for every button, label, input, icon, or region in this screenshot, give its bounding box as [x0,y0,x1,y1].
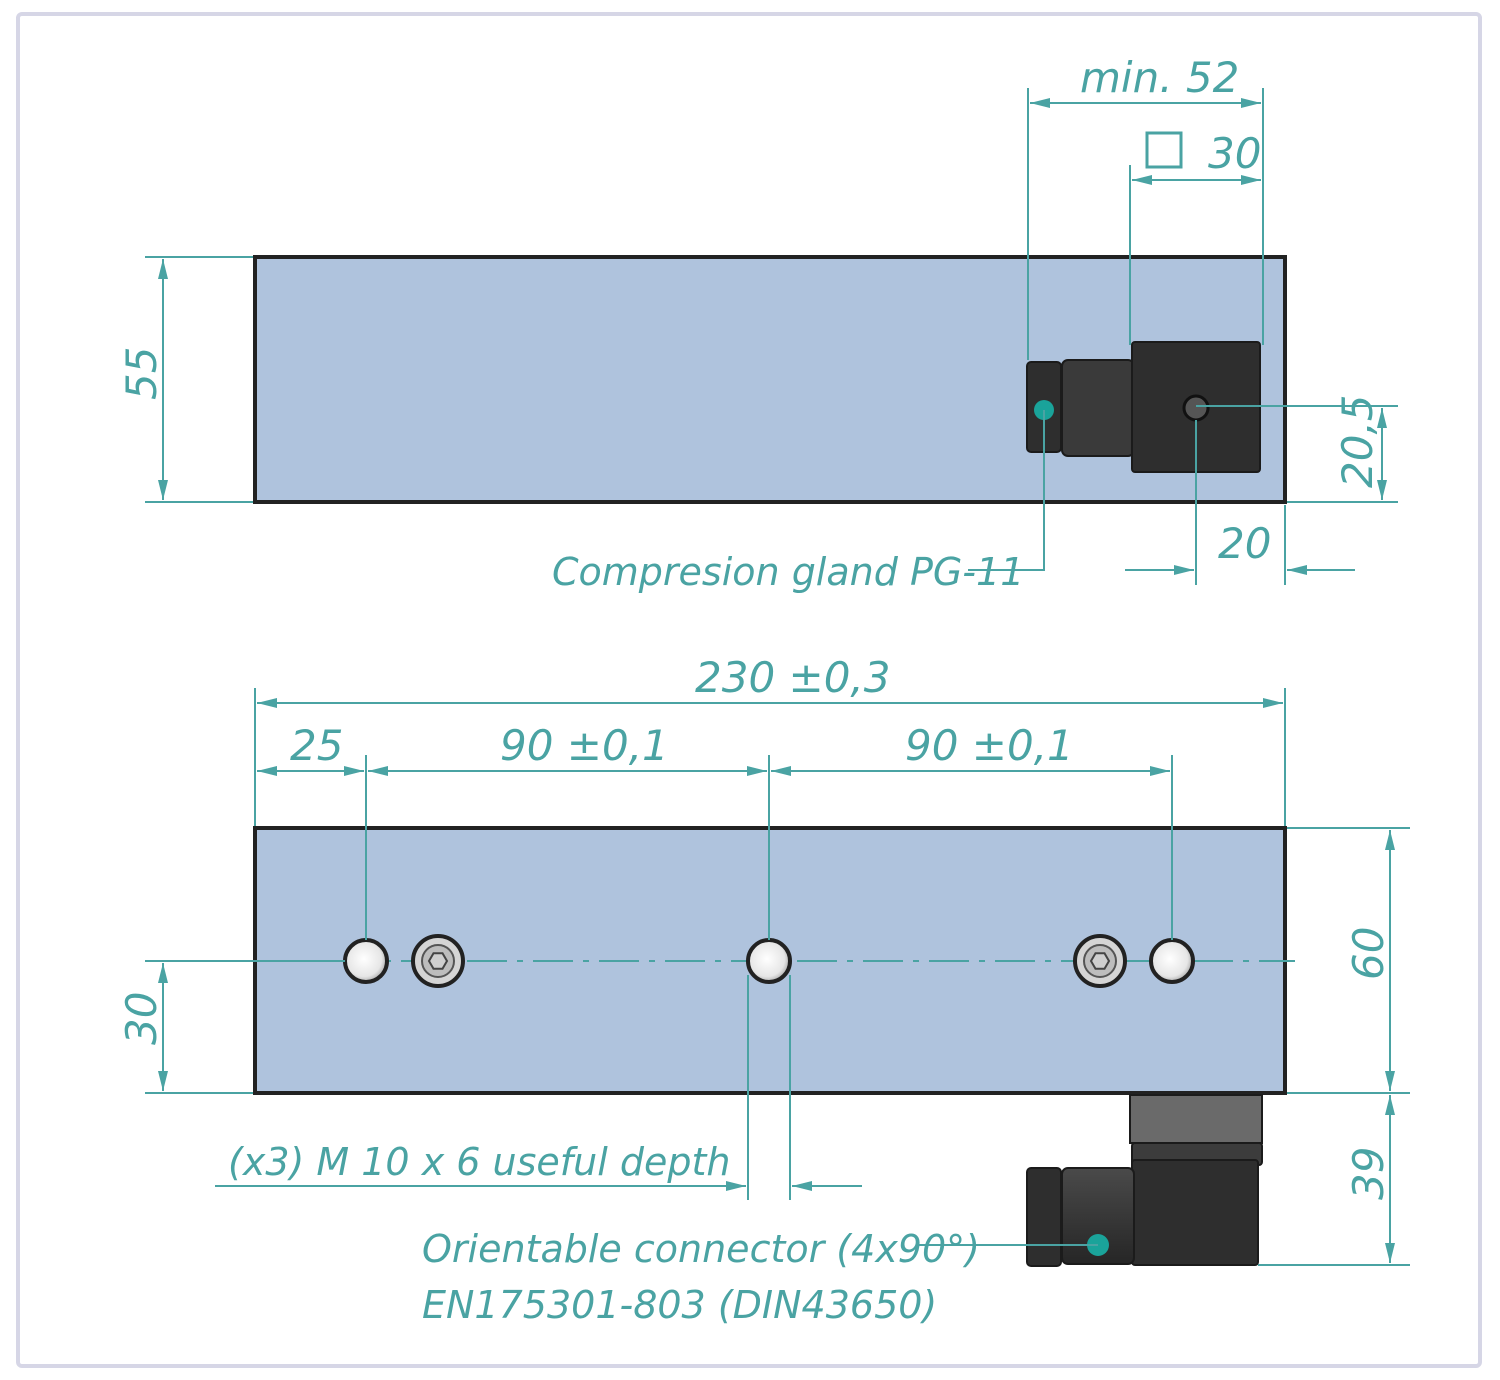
gland-leader-line [968,410,1045,571]
dim-height55-text: 55 [117,347,166,400]
connector-label-line1: Orientable connector (4x90°) [422,1227,980,1271]
dim-min52-text: min. 52 [1080,53,1239,102]
thread-hole-2 [746,938,792,984]
thread-label: (x3) M 10 x 6 useful depth [228,1140,730,1184]
dim-height60-text: 60 [1344,927,1393,980]
dim-230-text: 230 ±0,3 [695,653,891,702]
gland-label: Compresion gland PG-11 [552,550,1024,594]
thread-hole-3 [1149,938,1195,984]
bottom-connector [1026,1094,1263,1267]
top-gland-body [1061,359,1135,457]
connector-stem [1129,1094,1263,1144]
dim-25-text: 25 [290,721,343,770]
dim-39-text: 39 [1344,1147,1393,1200]
dim-20-5-text: 20,5 [1333,394,1382,488]
dim-90-right-text: 90 ±0,1 [905,721,1074,770]
dim-30-text: 30 [117,992,166,1045]
dim-20-text: 20 [1218,519,1271,568]
hex-screw-right [1073,934,1127,988]
dim-square30-text: 30 [1208,129,1261,178]
hex-screw-left [411,934,465,988]
square-symbol-icon [1145,131,1183,169]
connector-gland-nut [1026,1167,1062,1267]
connector-label-line2: EN175301-803 (DIN43650) [422,1283,937,1327]
mounting-holes [343,934,1195,988]
thread-hole-1 [343,938,389,984]
top-connector-screw [1182,394,1210,422]
top-view: min. 52 30 55 20,5 20 Compresion gland P… [117,53,1398,594]
connector-housing [1131,1159,1259,1266]
hex-socket-icon [427,952,449,970]
outer-border [16,12,1482,1368]
dim-90-left-text: 90 ±0,1 [500,721,669,770]
bottom-view: 230 ±0,3 25 90 ±0,1 90 ±0,1 60 39 30 (x3… [117,653,1410,1327]
hex-socket-icon [1089,952,1111,970]
